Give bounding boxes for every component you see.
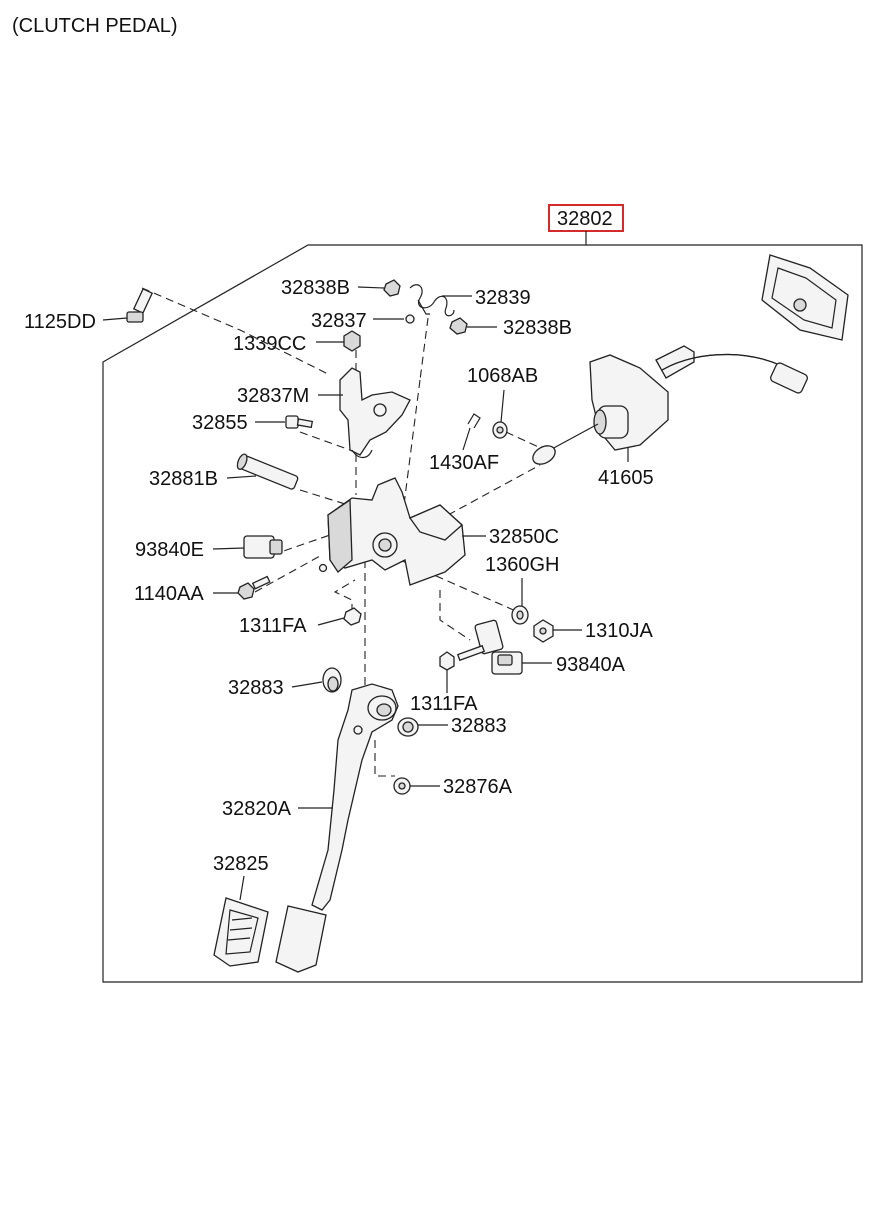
- nut-32876a-icon[interactable]: [393, 777, 411, 795]
- label-32883-left: 32883: [228, 677, 284, 699]
- label-32883-right: 32883: [451, 715, 507, 737]
- label-32839: 32839: [475, 287, 531, 309]
- switch-93840a-icon[interactable]: [456, 619, 523, 675]
- label-32837m: 32837M: [237, 385, 309, 407]
- label-1430af: 1430AF: [429, 452, 499, 474]
- leader-lines: [102, 286, 629, 901]
- washer-1360gh-icon[interactable]: [511, 605, 529, 625]
- label-1140aa: 1140AA: [134, 583, 204, 605]
- spring-32839-icon[interactable]: [409, 284, 455, 317]
- pin-32881b-icon[interactable]: [235, 453, 299, 491]
- clip-1430af-icon[interactable]: [467, 413, 481, 429]
- label-1068ab: 1068AB: [467, 365, 538, 387]
- pedal-arm-32820a-icon[interactable]: [311, 683, 399, 911]
- bracket-32850c-icon[interactable]: [318, 477, 466, 586]
- nut-32838b-right-icon[interactable]: [449, 317, 468, 335]
- nut-1310ja-icon[interactable]: [533, 619, 554, 643]
- page-title: (CLUTCH PEDAL): [12, 15, 178, 37]
- label-32876a: 32876A: [443, 776, 513, 798]
- label-32850c: 32850C: [489, 526, 559, 548]
- switch-93840e-icon[interactable]: [243, 535, 283, 559]
- bracket-32837m-icon[interactable]: [339, 367, 411, 459]
- label-1125dd: 1125DD: [24, 311, 96, 333]
- label-93840e: 93840E: [135, 539, 204, 561]
- label-32838b-right: 32838B: [503, 317, 572, 339]
- nut-32838b-top-icon[interactable]: [383, 279, 401, 297]
- assembly-number-label: 32802: [557, 208, 613, 230]
- dashed-guide-lines: [141, 287, 546, 777]
- label-1311fa-lower: 1311FA: [410, 693, 478, 715]
- master-cylinder-41605-icon[interactable]: [530, 345, 809, 468]
- label-32855: 32855: [192, 412, 248, 434]
- label-1310ja: 1310JA: [585, 620, 653, 642]
- label-1339cc: 1339CC: [233, 333, 306, 355]
- assembly-number-box[interactable]: 32802: [548, 204, 624, 232]
- pedal-pad-icon: [275, 905, 327, 973]
- label-32820a: 32820A: [222, 798, 292, 820]
- pedal-rubber-32825-icon[interactable]: [213, 897, 269, 967]
- label-93840a: 93840A: [556, 654, 626, 676]
- assembly-frame: [102, 244, 863, 983]
- label-32837: 32837: [311, 310, 367, 332]
- label-1360gh: 1360GH: [485, 554, 560, 576]
- bushing-32883-right-icon[interactable]: [397, 717, 419, 737]
- nut-1339cc-icon[interactable]: [343, 330, 361, 352]
- bolt-1140aa-icon[interactable]: [237, 575, 271, 600]
- bushing-32883-left-icon[interactable]: [322, 667, 342, 693]
- label-32881b: 32881B: [149, 468, 218, 490]
- nut-1311fa-upper-icon[interactable]: [343, 607, 362, 626]
- gasket-plate-icon[interactable]: [761, 254, 849, 341]
- nut-1311fa-lower-icon[interactable]: [439, 651, 455, 671]
- bolt-1125dd-icon[interactable]: [126, 288, 154, 323]
- label-1311fa-upper: 1311FA: [239, 615, 307, 637]
- label-32825: 32825: [213, 853, 269, 875]
- label-32838b-top: 32838B: [281, 277, 350, 299]
- bolt-32855-icon[interactable]: [285, 415, 314, 429]
- clip-32837-icon[interactable]: [405, 314, 415, 324]
- washer-1068ab-icon[interactable]: [492, 421, 508, 439]
- label-41605: 41605: [598, 467, 654, 489]
